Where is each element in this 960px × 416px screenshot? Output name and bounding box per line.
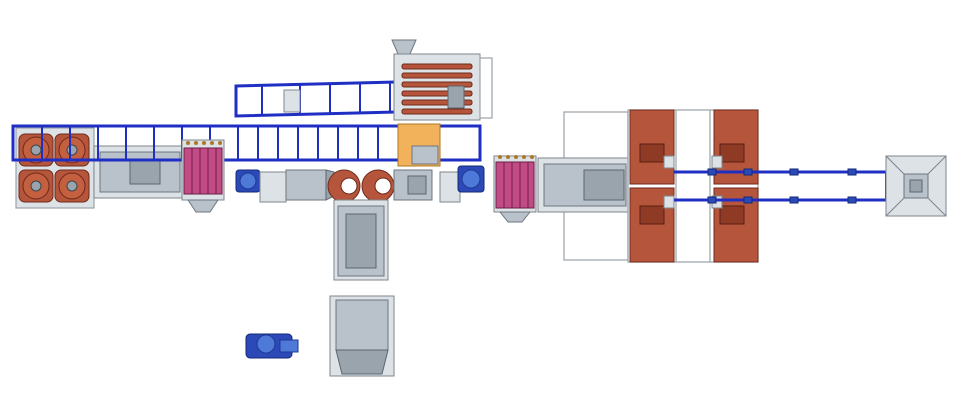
condenser-box xyxy=(885,155,947,217)
bale-opener-3 xyxy=(18,169,54,203)
main-chute xyxy=(329,199,395,377)
separator-right xyxy=(361,169,395,203)
carding-machine-1 xyxy=(629,109,675,185)
centrifugal-separators xyxy=(285,169,433,203)
bale-opener-4 xyxy=(54,169,90,203)
bale-openers xyxy=(15,127,95,209)
hopper-rollers xyxy=(401,63,473,115)
filter-unit-left xyxy=(181,139,225,213)
outlet-ducts xyxy=(674,168,887,204)
filter-unit-right xyxy=(493,155,537,223)
loose-blower xyxy=(245,333,299,359)
separator-left xyxy=(327,169,361,203)
blower-right xyxy=(439,165,485,203)
carding-machines xyxy=(627,109,759,263)
feed-conveyor xyxy=(11,124,482,199)
feed-conveyor-rungs xyxy=(41,126,379,160)
top-hopper-feeder xyxy=(391,39,493,167)
cleaning-line xyxy=(537,111,629,261)
carding-machine-3 xyxy=(629,187,675,263)
blower-left xyxy=(235,169,287,203)
